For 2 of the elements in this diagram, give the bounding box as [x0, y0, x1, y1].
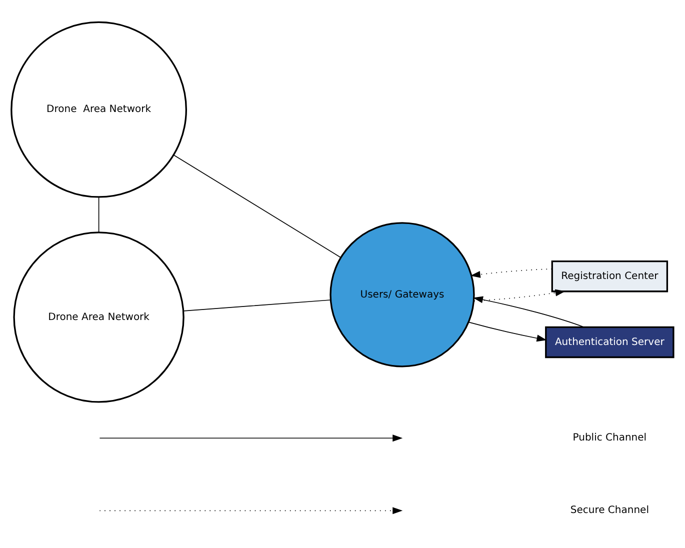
legend-label: Public Channel — [572, 432, 647, 444]
legend-label: Secure Channel — [570, 505, 649, 516]
